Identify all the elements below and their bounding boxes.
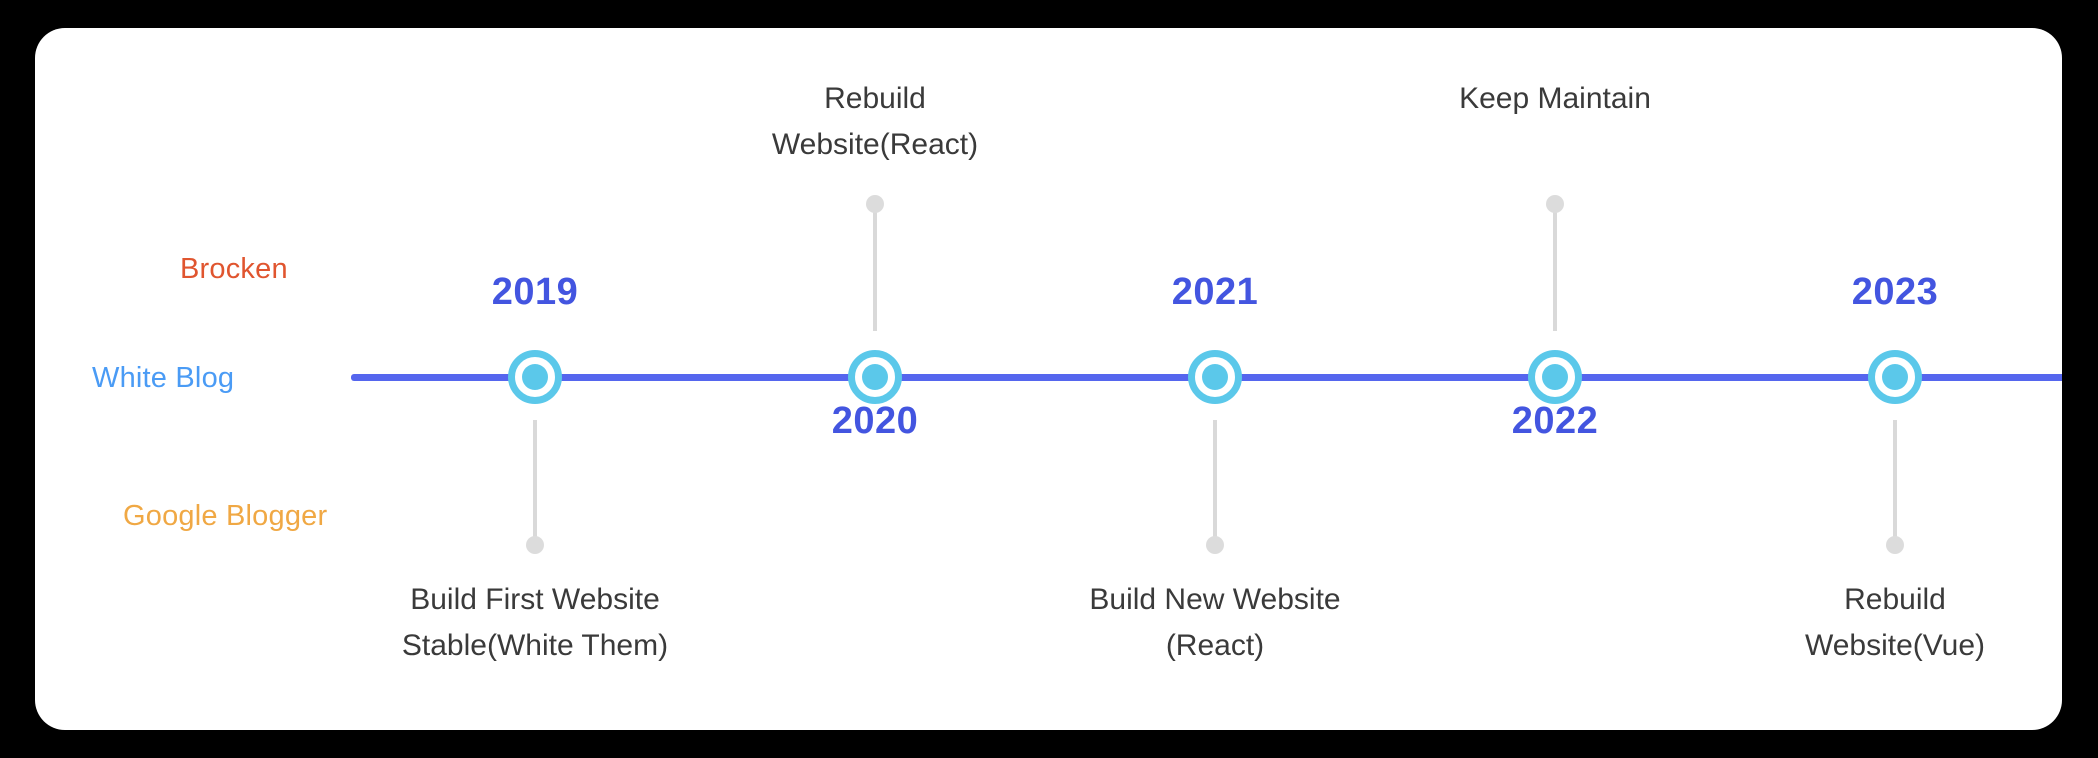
- timeline-marker-2023[interactable]: [1868, 350, 1922, 404]
- legend-item-google-blogger: Google Blogger: [123, 500, 328, 532]
- timeline-marker-dot: [862, 364, 888, 390]
- connector-line-2021: [1213, 420, 1217, 545]
- year-label-2020: 2020: [831, 400, 919, 442]
- year-label-2021: 2021: [1171, 271, 1259, 313]
- connector-line-2022: [1553, 203, 1557, 331]
- timeline-marker-2020[interactable]: [848, 350, 902, 404]
- connector-dot-2021: [1206, 536, 1224, 554]
- event-caption-2019: Build First Website Stable(White Them): [401, 583, 669, 662]
- timeline-marker-dot: [1882, 364, 1908, 390]
- timeline-marker-dot: [522, 364, 548, 390]
- connector-line-2020: [873, 203, 877, 331]
- year-label-2019: 2019: [491, 271, 579, 313]
- connector-dot-2020: [866, 195, 884, 213]
- year-label-2022: 2022: [1511, 400, 1599, 442]
- connector-line-2023: [1893, 420, 1897, 545]
- timeline-marker-dot: [1202, 364, 1228, 390]
- timeline-marker-dot: [1542, 364, 1568, 390]
- connector-line-2019: [533, 420, 537, 545]
- legend-item-white-blog: White Blog: [92, 362, 235, 394]
- year-label-2023: 2023: [1851, 271, 1939, 313]
- event-caption-2021: Build New Website (React): [1089, 583, 1341, 662]
- connector-dot-2019: [526, 536, 544, 554]
- timeline-marker-2022[interactable]: [1528, 350, 1582, 404]
- timeline-marker-2021[interactable]: [1188, 350, 1242, 404]
- connector-dot-2022: [1546, 195, 1564, 213]
- legend-item-brocken: Brocken: [180, 253, 288, 285]
- event-caption-2023: Rebuild Website(Vue): [1804, 583, 1986, 662]
- event-caption-2020: Rebuild Website(React): [771, 82, 979, 161]
- connector-dot-2023: [1886, 536, 1904, 554]
- timeline-marker-2019[interactable]: [508, 350, 562, 404]
- timeline-card: Brocken White Blog Google Blogger 2019 B…: [35, 28, 2062, 730]
- event-caption-2022: Keep Maintain: [1459, 82, 1651, 115]
